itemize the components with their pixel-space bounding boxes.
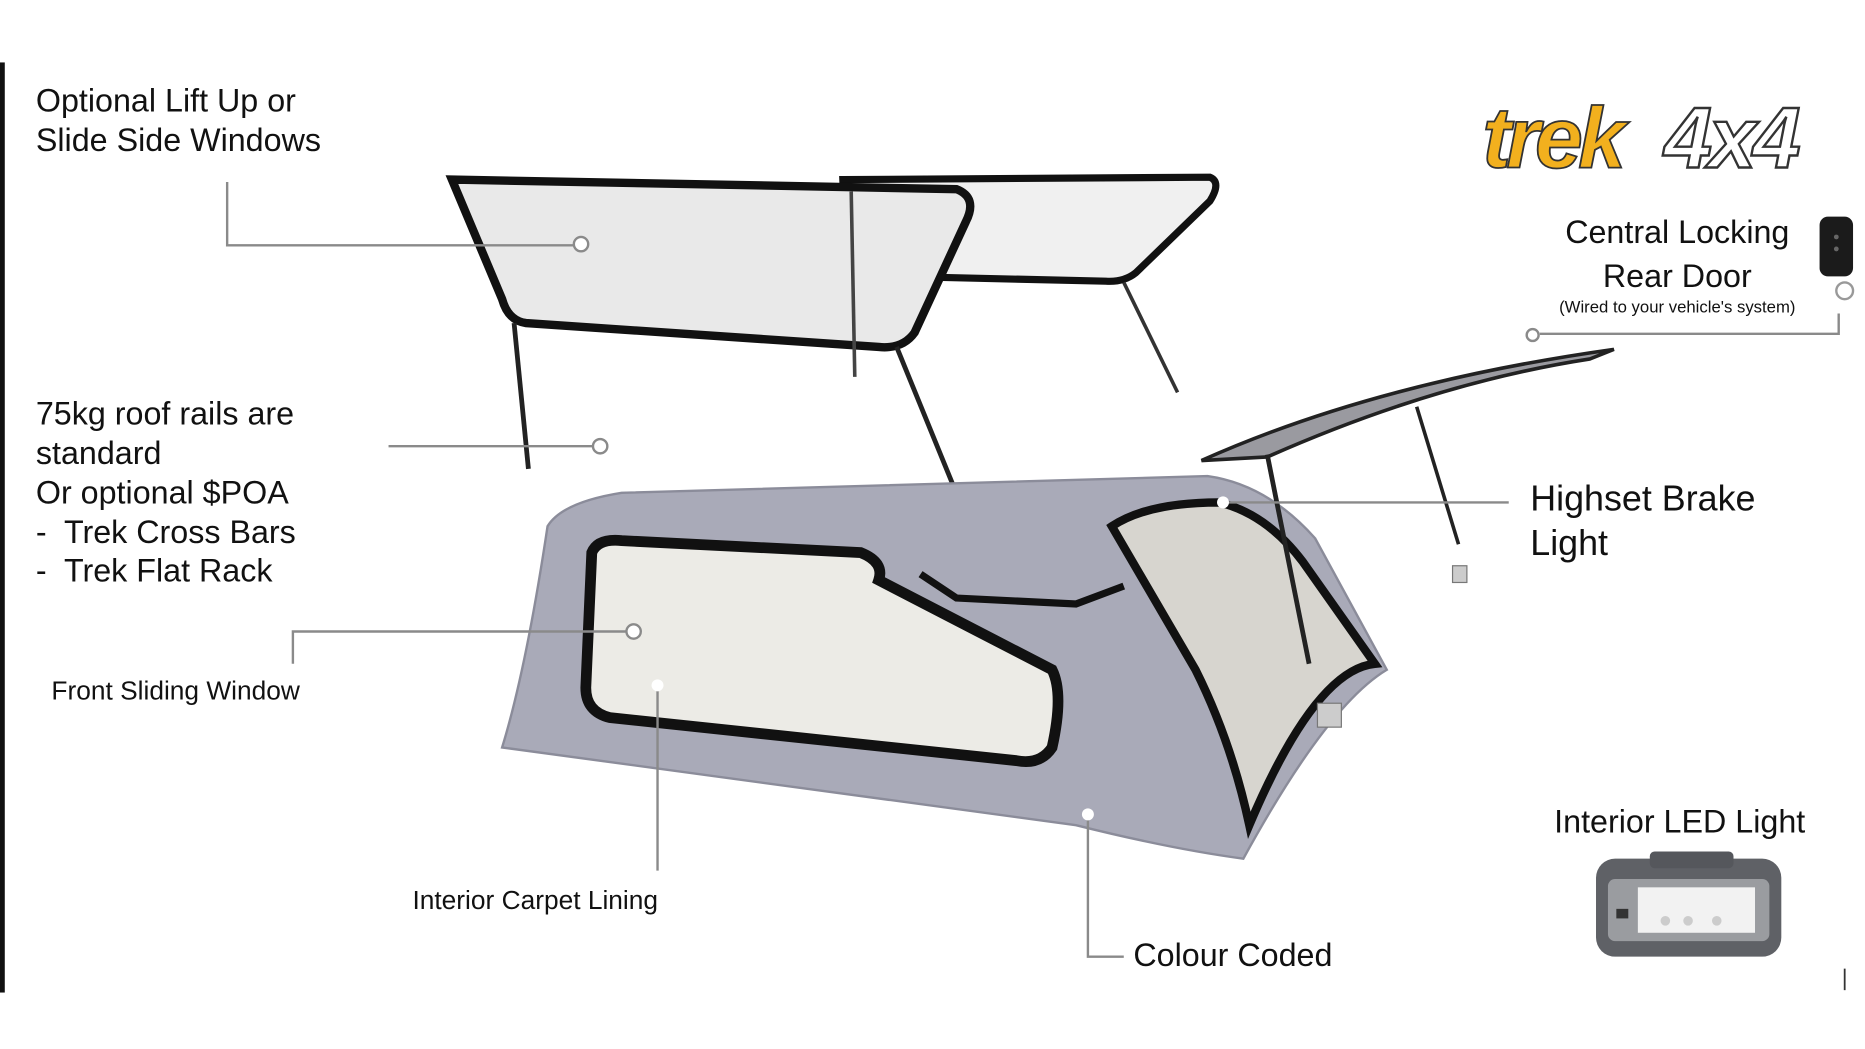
marker-carpet [651,679,664,692]
callout-colour-coded: Colour Coded [1133,937,1332,973]
callout-side-windows-line1: Optional Lift Up or [36,82,296,118]
callout-roof-rails-line1: 75kg roof rails are [36,396,294,432]
callout-carpet: Interior Carpet Lining [412,885,658,915]
callout-led-light: Interior LED Light [1554,803,1805,839]
marker-side-windows [572,235,590,253]
callout-brake-light-line1: Highset Brake [1530,479,1755,519]
callout-central-locking-line2: Rear Door [1603,258,1752,294]
led-light-image [1596,851,1782,957]
callout-roof-rails-line3: Or optional $POA [36,475,289,511]
leader-central-locking [1539,313,1840,336]
callout-brake-light-line2: Light [1530,523,1608,563]
marker-front-window [625,623,642,640]
marker-central-locking [1525,327,1540,343]
svg-text:4x4: 4x4 [1662,91,1800,187]
callout-roof-rails-line4: - Trek Cross Bars [36,514,296,550]
left-border [0,62,5,993]
callout-central-locking-note: (Wired to your vehicle's system) [1559,297,1795,316]
canopy-body [500,474,1389,860]
callout-roof-rails-line2: standard [36,435,162,471]
callout-front-window: Front Sliding Window [51,676,300,706]
callout-side-windows-line2: Slide Side Windows [36,122,321,158]
leader-front-window [291,630,627,664]
callout-roof-rails-line5: - Trek Flat Rack [36,552,274,588]
leader-side-windows [225,181,574,247]
rear-door [1200,347,1615,728]
marker-roof-rails [591,437,609,455]
leader-colour-coded [1086,820,1124,958]
marker-colour-coded [1081,808,1094,821]
marker-brake-light [1217,496,1229,509]
callout-central-locking-line1: Central Locking [1565,214,1789,250]
trek4x4-logo: trek 4x4 [1482,89,1805,187]
svg-text:trek: trek [1482,91,1630,187]
side-window-front [445,175,975,518]
key-fob-icon [1819,216,1855,301]
